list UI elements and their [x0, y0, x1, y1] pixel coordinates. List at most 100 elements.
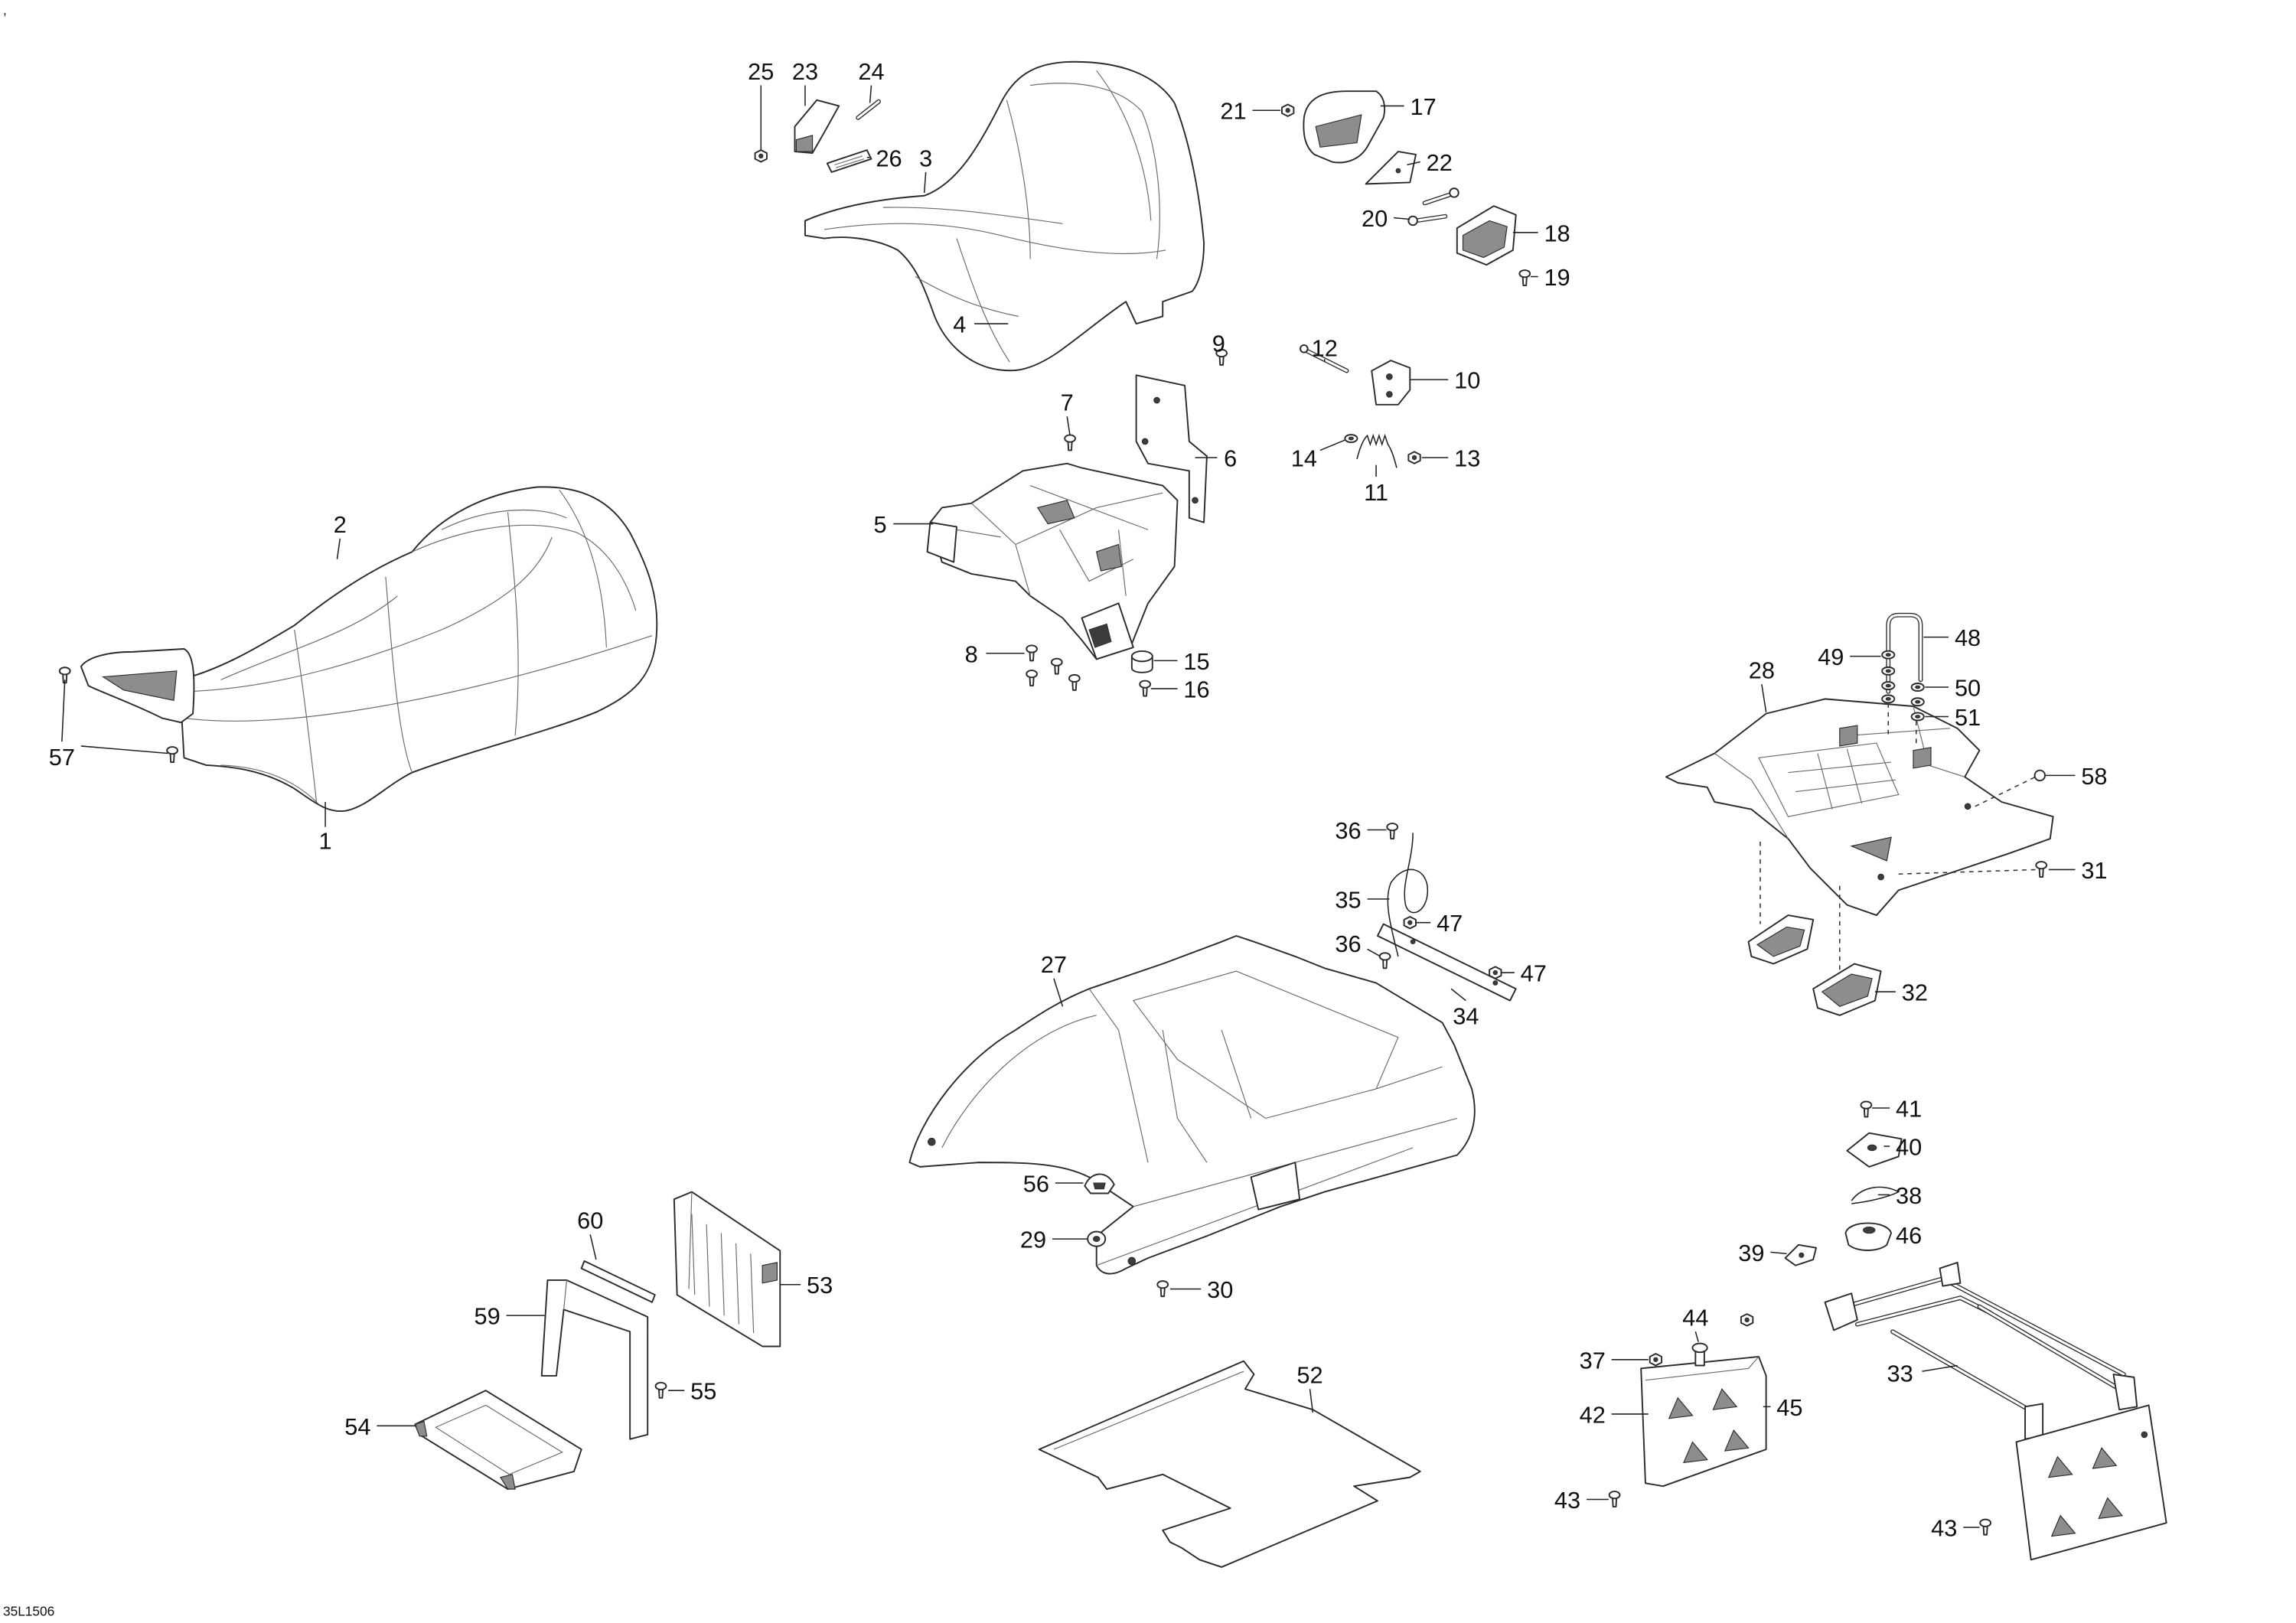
grommet — [1844, 1222, 1893, 1251]
bolts — [1407, 187, 1459, 227]
callout-34: 34 — [1450, 988, 1479, 1029]
latch-bracket — [1371, 360, 1411, 406]
screw — [1064, 434, 1076, 451]
svg-text:33: 33 — [1887, 1361, 1913, 1387]
svg-text:26: 26 — [876, 145, 902, 171]
screw — [1139, 680, 1152, 697]
callout-10: 10 — [1410, 367, 1480, 394]
svg-text:43: 43 — [1554, 1487, 1580, 1514]
strip — [580, 1260, 656, 1303]
cable — [1387, 833, 1429, 957]
callout-24: 24 — [858, 58, 885, 103]
callout-49: 49 — [1818, 644, 1881, 670]
callout-45: 45 — [1763, 1394, 1803, 1421]
svg-text:9: 9 — [1212, 331, 1225, 357]
svg-text:46: 46 — [1896, 1222, 1922, 1249]
wire — [1851, 1186, 1900, 1204]
svg-text:11: 11 — [1364, 479, 1388, 506]
callout-6: 6 — [1195, 445, 1237, 472]
callout-22: 22 — [1407, 149, 1453, 176]
svg-text:32: 32 — [1902, 979, 1928, 1006]
callout-18: 18 — [1512, 220, 1570, 246]
callout-43a: 43 — [1554, 1487, 1609, 1514]
callout-26: 26 — [866, 145, 902, 171]
svg-text:20: 20 — [1362, 205, 1388, 232]
callout-56: 56 — [1023, 1171, 1084, 1198]
svg-text:22: 22 — [1427, 149, 1453, 176]
svg-text:18: 18 — [1544, 220, 1570, 246]
mounting-plate — [1135, 374, 1208, 523]
svg-text:34: 34 — [1453, 1002, 1479, 1029]
callout-17: 17 — [1380, 93, 1437, 120]
svg-text:35: 35 — [1335, 886, 1361, 913]
nut — [1407, 451, 1421, 464]
callout-36b: 36 — [1335, 930, 1381, 957]
callout-28: 28 — [1749, 657, 1775, 712]
callout-12: 12 — [1312, 334, 1338, 363]
svg-text:53: 53 — [807, 1272, 833, 1299]
svg-text:16: 16 — [1183, 676, 1209, 702]
svg-text:15: 15 — [1183, 648, 1209, 675]
screw — [1860, 1100, 1873, 1118]
svg-text:56: 56 — [1023, 1171, 1049, 1198]
small-bracket — [794, 99, 840, 154]
callout-30: 30 — [1169, 1276, 1233, 1303]
svg-text:29: 29 — [1020, 1227, 1046, 1253]
spring — [1356, 433, 1397, 468]
callout-23: 23 — [792, 58, 818, 106]
u-bolt — [1886, 612, 1923, 694]
svg-text:1: 1 — [319, 828, 332, 855]
svg-text:2: 2 — [334, 511, 347, 538]
screw — [654, 1381, 667, 1399]
label-plate — [826, 149, 872, 173]
screws — [1378, 823, 1399, 970]
callout-25: 25 — [748, 58, 774, 151]
screw — [1156, 1280, 1169, 1298]
callout-32: 32 — [1874, 979, 1928, 1006]
svg-text:38: 38 — [1896, 1182, 1922, 1209]
callout-14: 14 — [1291, 439, 1345, 472]
pad-lower — [1456, 205, 1517, 266]
callout-20: 20 — [1362, 205, 1411, 232]
carriage-bolt — [1691, 1342, 1708, 1367]
callout-41: 41 — [1872, 1096, 1922, 1123]
callout-2: 2 — [334, 511, 347, 559]
svg-text:30: 30 — [1207, 1276, 1233, 1303]
callout-40: 40 — [1883, 1134, 1922, 1161]
svg-text:23: 23 — [792, 58, 818, 85]
svg-text:41: 41 — [1896, 1096, 1922, 1123]
svg-text:39: 39 — [1738, 1240, 1764, 1266]
callout-59: 59 — [474, 1303, 545, 1330]
floor-mat — [1038, 1360, 1421, 1568]
svg-text:50: 50 — [1955, 675, 1981, 702]
support-bracket — [540, 1279, 649, 1440]
callout-4: 4 — [953, 311, 1009, 338]
callout-48: 48 — [1923, 624, 1981, 651]
callout-39: 39 — [1738, 1240, 1787, 1266]
callout-33: 33 — [1887, 1361, 1958, 1387]
storage-bracket — [926, 462, 1179, 660]
callout-37: 37 — [1580, 1347, 1649, 1374]
svg-text:47: 47 — [1521, 960, 1547, 987]
svg-text:12: 12 — [1312, 334, 1338, 361]
svg-text:49: 49 — [1818, 644, 1844, 670]
svg-text:36: 36 — [1335, 930, 1361, 957]
clip — [1084, 1173, 1115, 1194]
nut — [754, 149, 768, 163]
cover-plate — [1846, 1132, 1903, 1168]
bumper-frame — [1824, 1261, 2167, 1561]
svg-text:21: 21 — [1220, 98, 1246, 125]
screw — [1518, 269, 1531, 287]
screw — [2035, 861, 2048, 878]
callout-13: 13 — [1421, 445, 1480, 472]
callout-8: 8 — [965, 640, 1025, 667]
small-plate — [1365, 151, 1417, 185]
callout-11: 11 — [1364, 464, 1388, 506]
heat-shield — [673, 1191, 781, 1348]
callout-19: 19 — [1530, 264, 1570, 291]
grommet — [1087, 1230, 1107, 1247]
rear-rack — [1665, 698, 2054, 917]
svg-text:5: 5 — [873, 511, 886, 538]
svg-text:36: 36 — [1335, 817, 1361, 844]
